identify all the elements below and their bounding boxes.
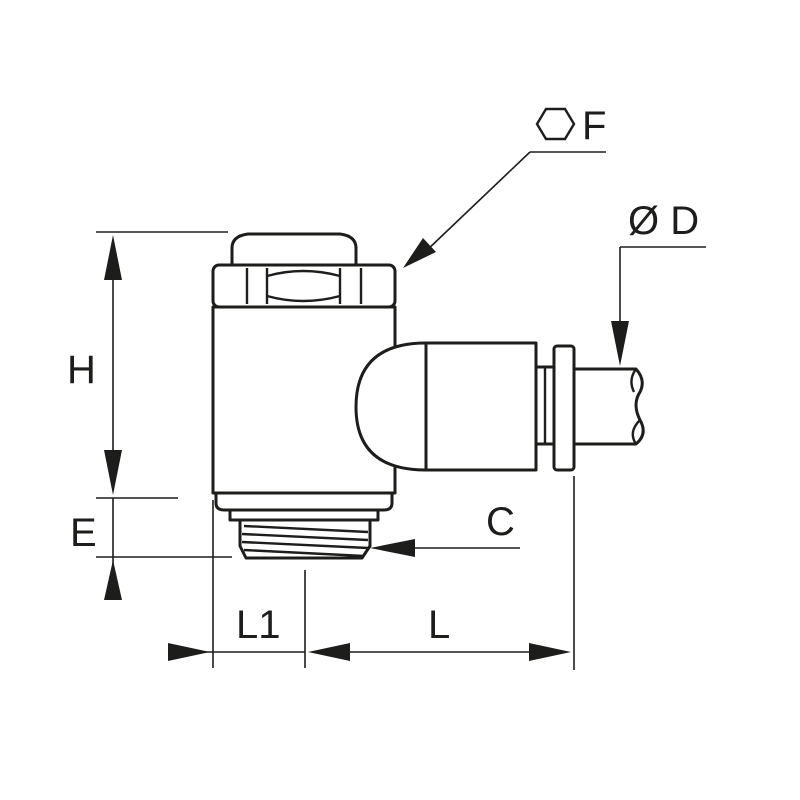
dimension-e: E (70, 498, 232, 600)
length-1-label: L1 (236, 603, 281, 647)
length-label: L (428, 603, 450, 647)
dimension-h: H (67, 231, 228, 499)
dimension-c: C (370, 500, 520, 557)
height-label: H (67, 348, 96, 392)
fitting-body (211, 232, 397, 560)
tube (572, 367, 645, 446)
thread-label: C (486, 500, 515, 544)
dimension-l: L1 L (168, 476, 575, 670)
hex-dimension-label: F (582, 104, 606, 148)
dimension-d: Ø D (611, 199, 706, 366)
side-outlet (354, 341, 576, 472)
thread-length-label: E (70, 511, 97, 555)
dimension-f: F (403, 104, 606, 268)
hexagon-icon (535, 107, 576, 141)
tube-diameter-label: Ø D (628, 199, 699, 243)
